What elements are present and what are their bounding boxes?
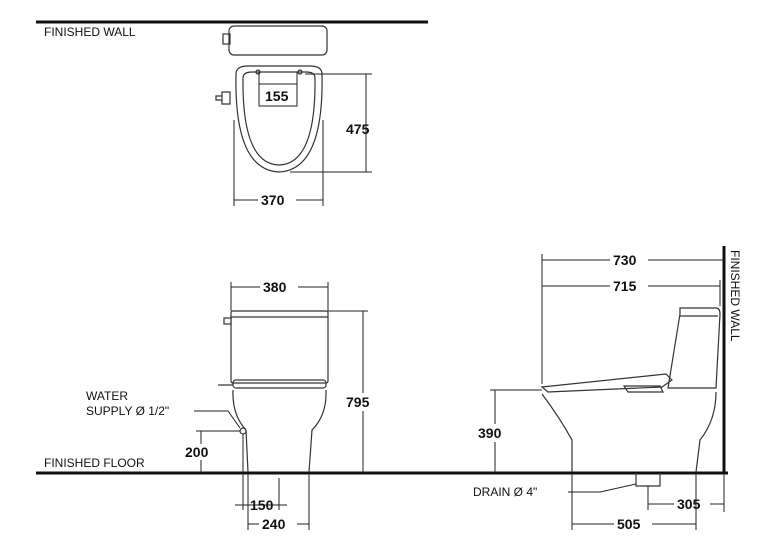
dim-390-bg bbox=[476, 424, 514, 442]
seat-outline-top bbox=[235, 65, 323, 173]
dim-715: 715 bbox=[613, 278, 637, 294]
dim-730-bg bbox=[610, 252, 648, 268]
dim-box-155 bbox=[258, 83, 298, 107]
bowl-front bbox=[232, 389, 327, 473]
dim-505: 505 bbox=[617, 516, 641, 532]
dim-730: 730 bbox=[613, 252, 637, 268]
dim-370-bg bbox=[258, 192, 296, 208]
finished-floor-label: FINISHED FLOOR bbox=[44, 456, 145, 470]
supply-valve-top bbox=[215, 91, 231, 105]
water-supply-leader bbox=[194, 410, 241, 429]
drain-label: DRAIN Ø 4" bbox=[473, 485, 537, 499]
water-supply-label-2: SUPPLY Ø 1/2" bbox=[86, 404, 169, 418]
dim-380-bg bbox=[260, 279, 298, 295]
seat-hinge-left bbox=[255, 69, 261, 75]
side-view: FINISHED WALL 730 715 390 DRAIN Ø 4" bbox=[473, 246, 742, 532]
dim-370: 370 bbox=[261, 192, 285, 208]
seat-side bbox=[540, 373, 673, 393]
dim-390: 390 bbox=[478, 425, 502, 441]
top-view: FINISHED WALL 155 475 370 bbox=[36, 20, 428, 208]
water-supply-label-1: WATER bbox=[86, 389, 128, 403]
dim-240: 240 bbox=[262, 516, 286, 532]
seat-hinge-side bbox=[622, 385, 664, 393]
seat-hinge-right bbox=[297, 69, 303, 75]
finished-wall-label-side: FINISHED WALL bbox=[728, 250, 742, 342]
front-view: FINISHED FLOOR 380 795 WATER SUPPLY Ø 1/… bbox=[36, 279, 728, 532]
bowl-inner-top bbox=[242, 71, 316, 166]
dim-305: 305 bbox=[677, 496, 701, 512]
seat-front bbox=[232, 379, 327, 389]
dim-305-bg bbox=[674, 496, 710, 512]
dim-155: 155 bbox=[265, 88, 289, 104]
dim-240-bg bbox=[259, 516, 297, 532]
dim-380: 380 bbox=[263, 279, 287, 295]
bowl-trap-side bbox=[635, 473, 661, 487]
finished-wall-label-top: FINISHED WALL bbox=[44, 25, 136, 39]
tank-side bbox=[667, 307, 721, 389]
dim-505-bg bbox=[614, 516, 652, 532]
dim-150: 150 bbox=[250, 497, 274, 513]
dim-795-bg bbox=[343, 393, 383, 411]
tank-lever-top bbox=[222, 33, 231, 45]
dim-200-bg bbox=[183, 444, 217, 460]
dim-475: 475 bbox=[346, 121, 370, 137]
tank-lever-front bbox=[223, 317, 232, 325]
dim-200: 200 bbox=[185, 444, 209, 460]
dim-715-bg bbox=[610, 278, 648, 294]
tank-top-view bbox=[228, 25, 328, 56]
bowl-side bbox=[541, 391, 717, 473]
drain-leader bbox=[568, 483, 637, 493]
dim-795: 795 bbox=[346, 394, 370, 410]
supply-valve-front bbox=[239, 427, 247, 435]
tank-front bbox=[230, 310, 329, 384]
